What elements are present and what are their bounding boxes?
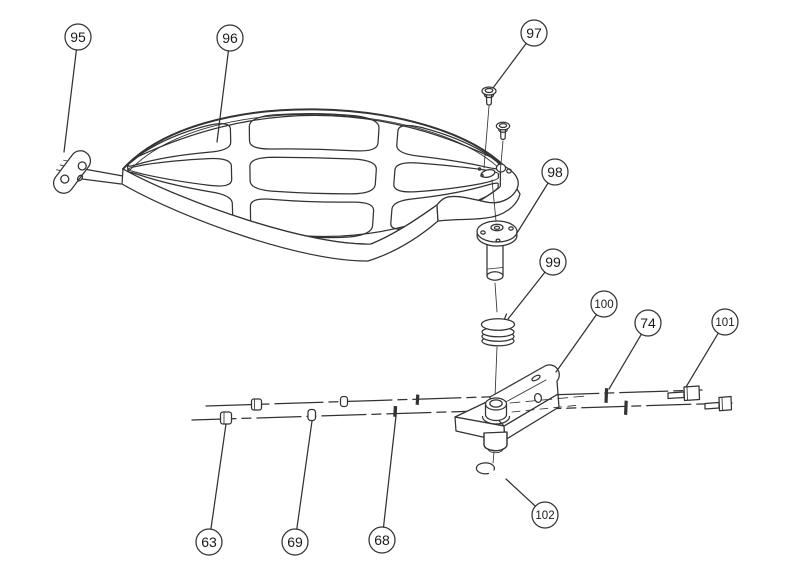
part-99-spring — [480, 313, 516, 347]
table-grid-cell — [249, 198, 375, 239]
callout-circle-95 — [64, 23, 92, 51]
callout-leader-69 — [296, 420, 313, 530]
screw-guide-lines — [483, 105, 504, 175]
table-rim-inner-arc — [128, 114, 500, 172]
table-grid-cell — [128, 157, 233, 187]
callout-leader-68 — [382, 415, 397, 528]
lower-axis-centerline — [191, 402, 733, 421]
callout-label-96: 96 — [222, 30, 238, 46]
upper-washer — [415, 394, 420, 405]
upper-nut — [250, 398, 263, 411]
table-top-surface — [122, 108, 519, 245]
callout-circle-69 — [281, 528, 309, 556]
callout-circle-68 — [368, 526, 396, 554]
shaft-hardware — [219, 394, 420, 425]
callout-leader-63 — [210, 423, 227, 530]
bracket-arm — [489, 364, 560, 427]
centerline-axes — [191, 389, 733, 421]
callout-label-74: 74 — [640, 315, 656, 331]
part-69-spacer — [307, 408, 317, 422]
callout-circle-101 — [711, 308, 739, 336]
callout-circle-97 — [520, 19, 548, 47]
callout-leader-74 — [608, 333, 643, 390]
callout-label-68: 68 — [374, 532, 390, 548]
callout-circle-102 — [531, 501, 559, 529]
part-74-pins — [604, 388, 628, 415]
part-97-screws — [481, 86, 511, 175]
upper-axis-centerline — [205, 389, 703, 407]
callout-101: 101 — [685, 308, 739, 388]
callout-leader-96 — [216, 50, 230, 143]
callout-leader-97 — [492, 42, 527, 89]
callout-97: 97 — [492, 19, 548, 89]
callout-label-101: 101 — [715, 317, 734, 329]
callout-leader-98 — [516, 182, 549, 234]
part-96-table — [121, 108, 521, 262]
table-grid-cell — [248, 112, 380, 152]
callout-98: 98 — [516, 158, 569, 234]
callout-label-95: 95 — [70, 29, 86, 45]
callout-layer: 95 96 97 98 99 100 74 101 102 63 69 68 — [63, 19, 739, 556]
callout-label-69: 69 — [287, 534, 303, 550]
callout-96: 96 — [216, 24, 244, 143]
callout-leader-101 — [685, 332, 719, 388]
part-95-pivot-plate — [52, 150, 124, 194]
table-grid-cell — [127, 123, 232, 167]
screw-icon — [495, 121, 511, 141]
pivot-rod — [81, 168, 124, 185]
callout-74: 74 — [608, 309, 662, 390]
callout-circle-100 — [590, 290, 618, 318]
table-grid-cell — [396, 124, 500, 170]
table-grid-cell — [249, 156, 377, 195]
table-arm-holes — [477, 163, 512, 179]
screw-icon — [481, 86, 497, 106]
callout-label-99: 99 — [545, 254, 561, 270]
table-arm-wall — [436, 188, 521, 222]
part-102-retaining-clip — [475, 462, 496, 475]
callout-63: 63 — [195, 423, 227, 556]
callout-label-97: 97 — [526, 25, 542, 41]
callout-label-102: 102 — [535, 510, 554, 522]
callout-label-100: 100 — [594, 299, 613, 311]
callout-label-63: 63 — [201, 534, 217, 550]
callout-circle-74 — [634, 309, 662, 337]
part-100-bracket — [454, 364, 587, 454]
callout-99: 99 — [507, 248, 567, 320]
callout-leader-100 — [555, 313, 598, 373]
callout-circle-96 — [216, 24, 244, 52]
part-68-washer — [393, 405, 398, 417]
callout-95: 95 — [63, 23, 92, 153]
callout-68: 68 — [368, 415, 397, 554]
callout-leader-99 — [507, 271, 546, 320]
table-rim-arc — [122, 108, 505, 170]
vertical-centerline — [491, 179, 498, 464]
callout-leader-102 — [505, 478, 537, 507]
part-101-bolts — [667, 385, 733, 412]
callout-circle-63 — [195, 528, 223, 556]
callout-label-98: 98 — [547, 164, 563, 180]
callout-100: 100 — [555, 290, 618, 373]
callout-69: 69 — [281, 420, 313, 556]
part-98-pivot-post — [476, 220, 518, 281]
callout-circle-99 — [539, 248, 567, 276]
upper-spacer — [339, 395, 349, 408]
callout-leader-95 — [63, 49, 78, 153]
callout-102: 102 — [505, 478, 559, 529]
callout-circle-98 — [541, 158, 569, 186]
part-63-nut — [219, 411, 233, 425]
